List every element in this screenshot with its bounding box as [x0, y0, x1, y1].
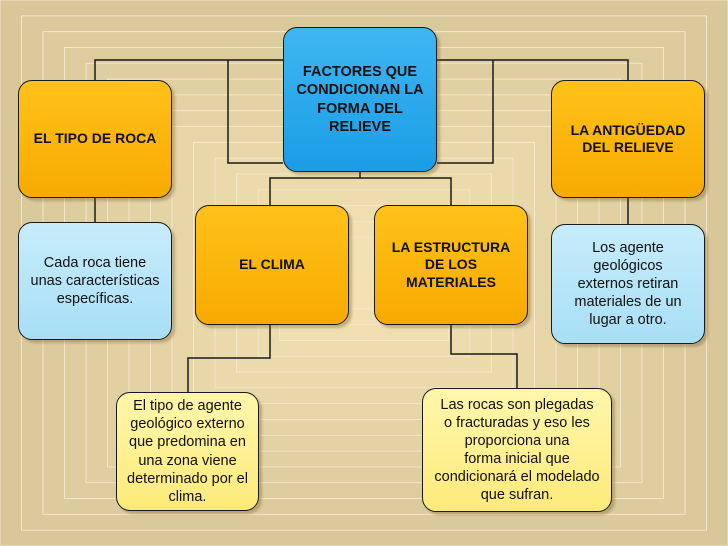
factor-box-estructura: LA ESTRUCTURA DE LOS MATERIALES: [374, 205, 528, 325]
description-box-estructura: Las rocas son plegadas o fracturadas y e…: [422, 388, 612, 512]
connector-clima-desc: [187, 325, 271, 392]
connector-main-to-antiguedad: [437, 59, 629, 80]
description-text-tipo-roca: Cada roca tiene unas características esp…: [30, 254, 160, 308]
main-concept-text: FACTORES QUE CONDICIONAN LA FORMA DEL RE…: [296, 64, 424, 135]
connector-main-to-roca-2: [227, 60, 283, 164]
factor-text-clima: EL CLIMA: [239, 256, 305, 273]
factor-text-tipo-roca: EL TIPO DE ROCA: [33, 130, 157, 147]
connector-clima-estructura: [269, 177, 452, 205]
factor-box-tipo-roca: EL TIPO DE ROCA: [18, 80, 172, 198]
description-text-antiguedad: Los agente geológicos externos retiran m…: [574, 239, 682, 329]
description-box-antiguedad: Los agente geológicos externos retiran m…: [551, 224, 705, 344]
factor-box-antiguedad: LA ANTIGÜEDAD DEL RELIEVE: [551, 80, 705, 198]
main-concept-box: FACTORES QUE CONDICIONAN LA FORMA DEL RE…: [283, 27, 437, 172]
factor-text-antiguedad: LA ANTIGÜEDAD DEL RELIEVE: [570, 121, 686, 156]
connector-estructura-desc: [450, 325, 518, 388]
description-box-clima: El tipo de agente geológico externo que …: [116, 392, 259, 511]
connector-main-to-antiguedad-2: [437, 60, 494, 164]
description-box-tipo-roca: Cada roca tiene unas características esp…: [18, 222, 172, 340]
description-text-clima: El tipo de agente geológico externo que …: [127, 398, 248, 505]
connector-main-to-roca: [94, 59, 283, 80]
factor-box-clima: EL CLIMA: [195, 205, 349, 325]
factor-text-estructura: LA ESTRUCTURA DE LOS MATERIALES: [391, 238, 511, 290]
description-text-estructura: Las rocas son plegadas o fracturadas y e…: [434, 396, 600, 504]
